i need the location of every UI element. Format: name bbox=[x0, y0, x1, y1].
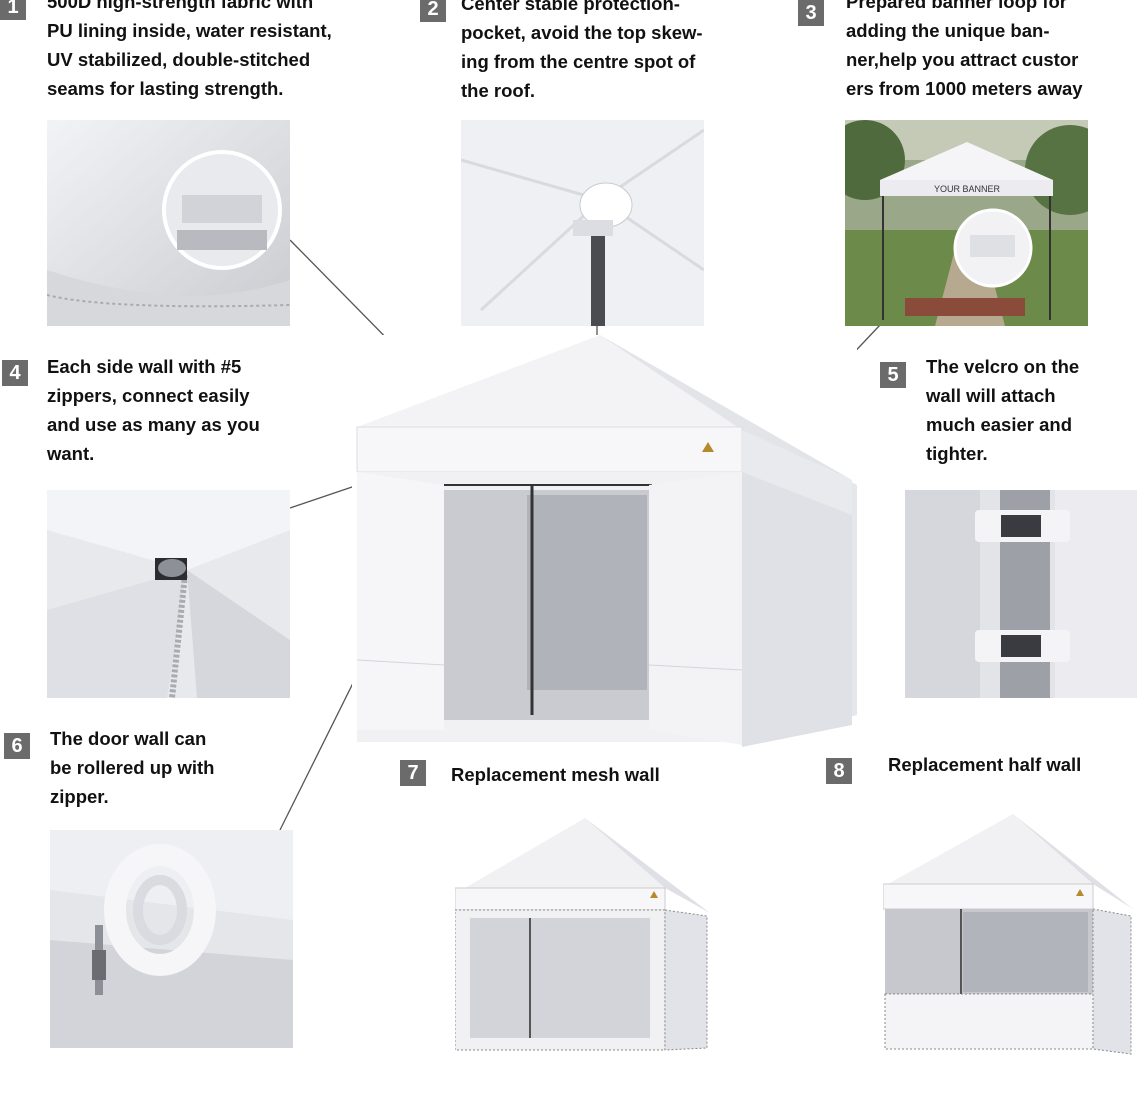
main-tent-photo bbox=[352, 335, 857, 750]
caption-line: tighter. bbox=[926, 443, 988, 464]
caption-line: want. bbox=[47, 443, 95, 464]
feature-number-badge: 2 bbox=[420, 0, 446, 22]
caption-line: UV stabilized, double-stitched bbox=[47, 49, 311, 70]
caption-line: wall will attach bbox=[926, 385, 1056, 406]
banner-tent-photo: YOUR BANNER bbox=[845, 120, 1088, 326]
caption-line: PU lining inside, water resistant, bbox=[47, 20, 332, 41]
caption-line: the roof. bbox=[461, 80, 535, 101]
zipper-photo bbox=[47, 490, 290, 698]
caption-line: Replacement half wall bbox=[888, 754, 1082, 775]
caption-line: 500D high-strength fabric with bbox=[47, 0, 314, 12]
feature-number-badge: 6 bbox=[4, 733, 30, 759]
half-wall-tent-photo bbox=[883, 814, 1133, 1059]
feature-2-caption: Center stable protection- pocket, avoid … bbox=[461, 0, 703, 105]
mesh-wall-tent-photo bbox=[455, 818, 710, 1058]
fabric-closeup-photo bbox=[47, 120, 290, 326]
feature-number-badge: 4 bbox=[2, 360, 28, 386]
caption-line: Replacement mesh wall bbox=[451, 764, 660, 785]
caption-line: The velcro on the bbox=[926, 356, 1080, 377]
caption-line: be rollered up with bbox=[50, 757, 215, 778]
feature-number-badge: 8 bbox=[826, 758, 852, 784]
feature-number-badge: 5 bbox=[880, 362, 906, 388]
caption-line: Each side wall with #5 bbox=[47, 356, 242, 377]
caption-line: The door wall can bbox=[50, 728, 207, 749]
feature-number-badge: 3 bbox=[798, 0, 824, 26]
caption-line: ing from the centre spot of bbox=[461, 51, 696, 72]
caption-line: much easier and bbox=[926, 414, 1073, 435]
banner-text: YOUR BANNER bbox=[934, 184, 1001, 194]
feature-6-caption: The door wall can be rollered up with zi… bbox=[50, 724, 214, 811]
rolled-door-photo bbox=[50, 830, 293, 1048]
feature-7-caption: Replacement mesh wall bbox=[451, 760, 660, 789]
feature-3-caption: Prepared banner loop for adding the uniq… bbox=[846, 0, 1137, 103]
caption-line: adding the unique ban- bbox=[846, 20, 1050, 41]
caption-line: ner,help you attract custor bbox=[846, 49, 1079, 70]
feature-1-caption: 500D high-strength fabric with PU lining… bbox=[47, 0, 332, 103]
caption-line: zipper. bbox=[50, 786, 109, 807]
velcro-photo bbox=[905, 490, 1137, 698]
feature-4-caption: Each side wall with #5 zippers, connect … bbox=[47, 352, 260, 468]
center-pocket-photo bbox=[461, 120, 704, 326]
caption-line: pocket, avoid the top skew- bbox=[461, 22, 703, 43]
caption-line: ers from 1000 meters away bbox=[846, 78, 1083, 99]
feature-number-badge: 1 bbox=[0, 0, 26, 20]
caption-line: Center stable protection- bbox=[461, 0, 680, 14]
feature-number-badge: 7 bbox=[400, 760, 426, 786]
feature-8-caption: Replacement half wall bbox=[888, 750, 1081, 779]
caption-line: Prepared banner loop for bbox=[846, 0, 1068, 12]
caption-line: and use as many as you bbox=[47, 414, 260, 435]
caption-line: zippers, connect easily bbox=[47, 385, 250, 406]
caption-line: seams for lasting strength. bbox=[47, 78, 284, 99]
feature-5-caption: The velcro on the wall will attach much … bbox=[926, 352, 1079, 468]
